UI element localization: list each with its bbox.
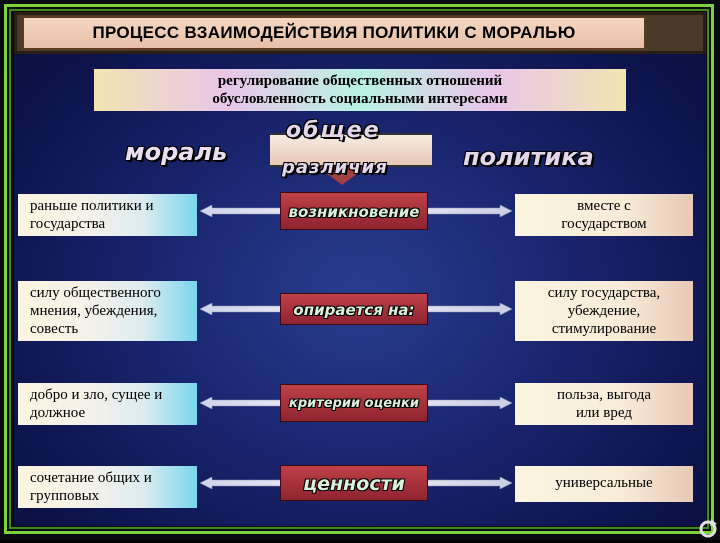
- politics-cell-line: государством: [561, 216, 647, 232]
- comparison-criterion: опирается на:: [280, 293, 428, 325]
- comparison-criterion-label: опирается на:: [293, 301, 415, 319]
- morality-cell: добро и зло, сущее и должное: [18, 383, 197, 425]
- inner-border: [9, 9, 709, 529]
- morality-cell: силу общественного мнения, убеждения, сове…: [18, 281, 197, 341]
- comparison-criterion-label: ценности: [303, 472, 405, 495]
- common-label: общее: [286, 118, 381, 143]
- politics-cell: польза, выгода или вред: [515, 383, 693, 425]
- differences-label: различия: [282, 157, 388, 178]
- center-divider-box: [270, 133, 432, 167]
- morality-heading: мораль: [125, 138, 228, 166]
- common-features-box: регулирование общественных отношений обу…: [94, 69, 626, 111]
- politics-cell-line: силу государства,: [547, 285, 661, 301]
- politics-cell: силу государства, убеждение, стимулировани…: [515, 281, 693, 341]
- politics-heading: политика: [463, 143, 594, 171]
- comparison-criterion-label: возникновение: [288, 203, 420, 221]
- common-feature-1: регулирование общественных отношений: [217, 73, 503, 89]
- morality-cell: раньше политики и государства: [18, 194, 197, 236]
- morality-cell-line: силу общественного: [30, 285, 161, 301]
- morality-cell-line: раньше политики и: [30, 198, 154, 214]
- morality-cell-line: совесть: [30, 321, 79, 337]
- morality-cell-line: добро и зло, сущее и: [30, 387, 163, 403]
- politics-cell-line: польза, выгода: [556, 387, 652, 403]
- return-icon[interactable]: [697, 518, 719, 538]
- comparison-criterion: критерии оценки: [280, 384, 428, 422]
- morality-cell-line: мнения, убеждения,: [30, 303, 158, 319]
- morality-cell-line: государства: [30, 216, 106, 232]
- down-arrow-icon: [318, 167, 366, 185]
- morality-cell-line: должное: [30, 405, 86, 421]
- politics-cell-line: убеждение,: [567, 303, 641, 319]
- politics-cell: универсальные: [515, 466, 693, 502]
- page-title: ПРОЦЕСС ВЗАИМОДЕЙСТВИЯ ПОЛИТИКИ С МОРАЛЬ…: [22, 16, 646, 50]
- politics-cell-line: вместе с: [577, 198, 631, 214]
- morality-cell-line: сочетание общих и: [30, 470, 152, 486]
- comparison-criterion: ценности: [280, 465, 428, 501]
- comparison-criterion: возникновение: [280, 192, 428, 230]
- politics-cell-line: стимулирование: [551, 321, 657, 337]
- politics-cell-line: универсальные: [555, 475, 653, 491]
- morality-cell: сочетание общих и групповых: [18, 466, 197, 508]
- comparison-criterion-label: критерии оценки: [289, 396, 419, 412]
- politics-cell: вместе с государством: [515, 194, 693, 236]
- politics-cell-line: или вред: [576, 405, 632, 421]
- outer-border: [4, 4, 714, 534]
- common-feature-2: обусловленность социальными интересами: [212, 91, 508, 107]
- morality-cell-line: групповых: [30, 488, 100, 504]
